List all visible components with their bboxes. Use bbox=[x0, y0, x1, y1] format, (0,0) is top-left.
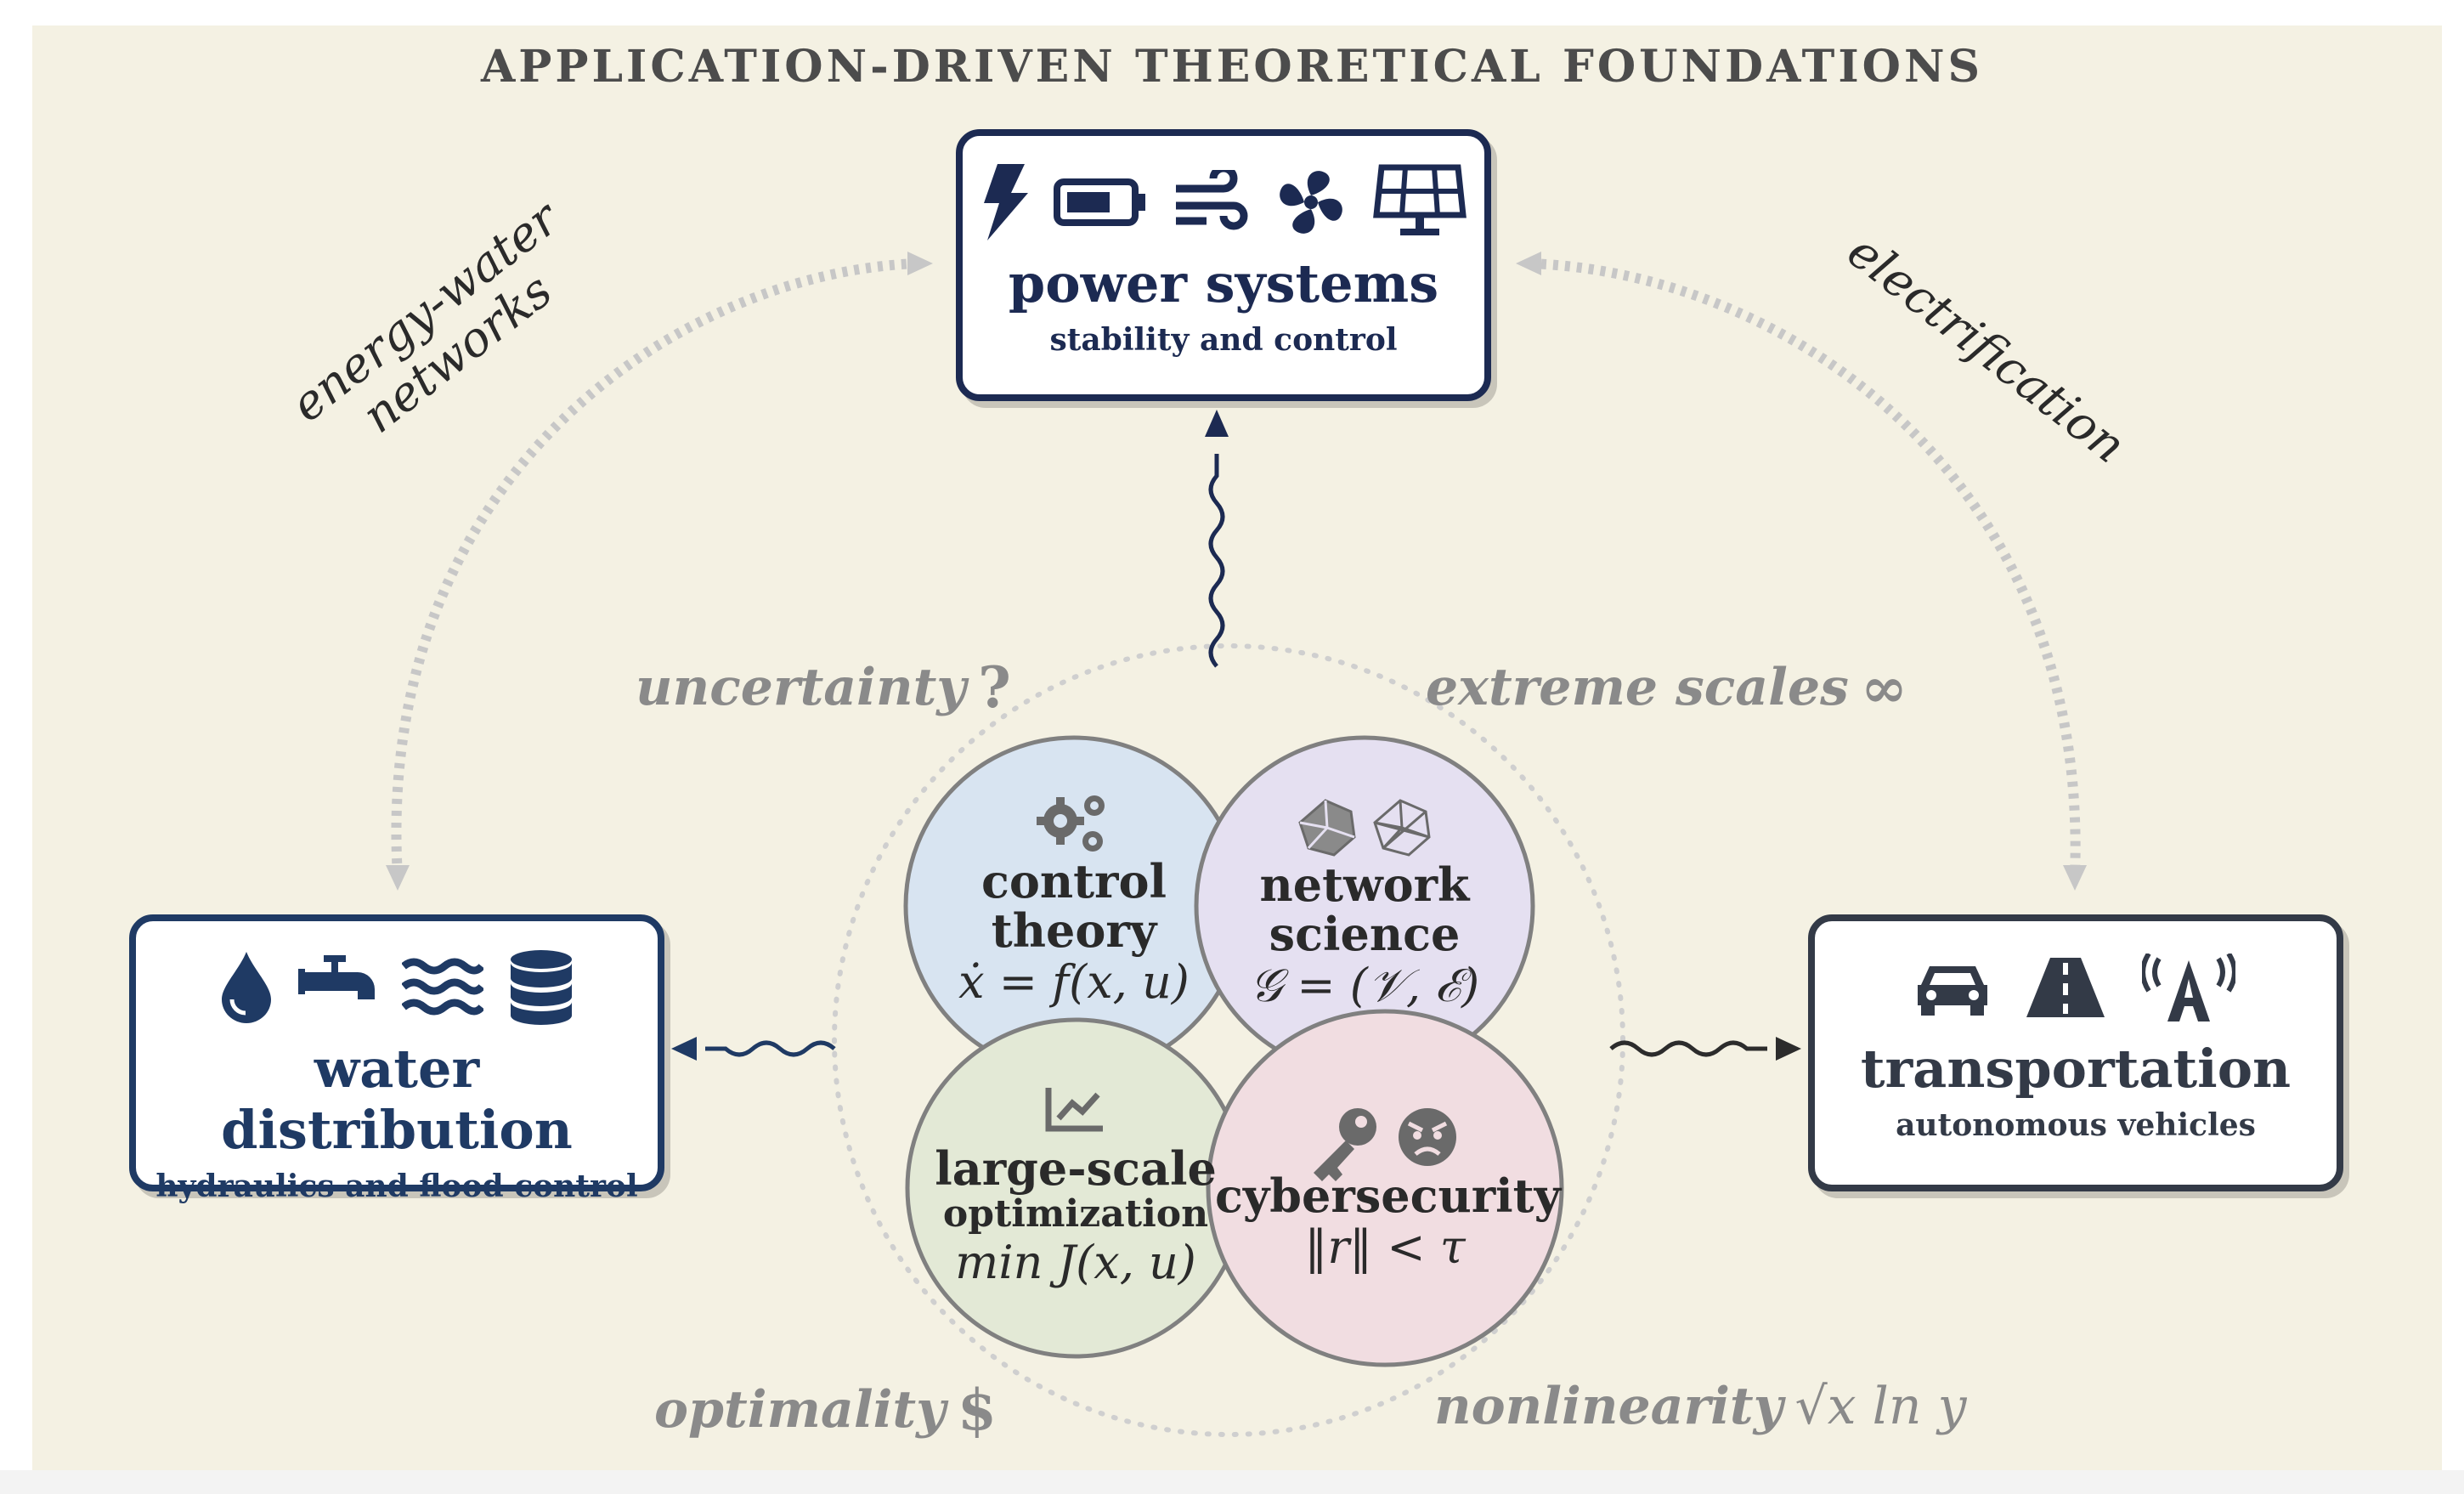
wavy-arrow-to-power bbox=[1208, 454, 1225, 668]
diagram-title: APPLICATION-DRIVEN THEORETICAL FOUNDATIO… bbox=[480, 41, 1984, 93]
wind-icon bbox=[1176, 170, 1248, 230]
network-science-equation: 𝒢 = (𝒱, ℰ) bbox=[1249, 959, 1480, 1012]
power-systems-box: power systems stability and control bbox=[956, 129, 1491, 401]
transportation-box: transportation autonomous vehicles bbox=[1808, 914, 2343, 1191]
energy-water-link bbox=[391, 258, 918, 876]
nonlinearity-formula: √x ln y bbox=[1794, 1377, 1967, 1436]
transportation-title: transportation bbox=[1860, 1038, 2292, 1100]
electrification-arrowhead-top bbox=[1516, 252, 1541, 275]
battery-icon bbox=[1054, 178, 1145, 226]
angry-face-icon bbox=[1399, 1108, 1456, 1166]
energy-water-arrowhead-bottom bbox=[386, 865, 410, 891]
electrification-arrowhead-bottom bbox=[2063, 865, 2087, 891]
wavy-arrow-to-transport bbox=[1609, 1040, 1767, 1057]
challenge-uncertainty: uncertainty ? bbox=[636, 654, 1011, 721]
electrification-link bbox=[1529, 258, 2081, 876]
challenge-optimality: optimality $ bbox=[654, 1377, 997, 1443]
cybersecurity-equation: ‖r‖ < τ bbox=[1304, 1220, 1466, 1274]
transport-icons bbox=[1815, 945, 2337, 1030]
polyhedron-icon bbox=[1298, 799, 1431, 857]
water-distribution-box: water distribution hydraulics and flood … bbox=[129, 914, 664, 1204]
arrowhead-to-power bbox=[1205, 410, 1229, 437]
gears-icon bbox=[1037, 795, 1105, 852]
control-theory-equation: ẋ = f(x, u) bbox=[958, 955, 1190, 1009]
optimization-title: large-scale bbox=[935, 1141, 1217, 1196]
extreme-scales-label: extreme scales bbox=[1426, 658, 1849, 717]
cybersecurity-circle bbox=[1206, 1009, 1564, 1367]
cybersecurity-text: cybersecurity ‖r‖ < τ bbox=[1215, 1169, 1562, 1275]
waves-icon bbox=[402, 958, 483, 1016]
database-icon bbox=[511, 950, 572, 1025]
cybersecurity-title: cybersecurity bbox=[1215, 1169, 1562, 1223]
water-distribution-subtitle: hydraulics and flood control bbox=[155, 1169, 638, 1204]
water-icons bbox=[136, 945, 658, 1030]
challenge-ring bbox=[832, 643, 1625, 1437]
arrowhead-to-water bbox=[671, 1037, 697, 1061]
bottom-strip bbox=[0, 1470, 2464, 1494]
energy-water-arrowhead-top bbox=[907, 252, 933, 275]
optimization-equation: min J(x, u) bbox=[955, 1236, 1196, 1289]
chart-line-icon bbox=[1045, 1088, 1103, 1132]
lightning-bolt-icon bbox=[984, 164, 1028, 241]
key-icon bbox=[1314, 1108, 1376, 1181]
uncertainty-label: uncertainty bbox=[636, 658, 967, 717]
challenge-nonlinearity: nonlinearity √x ln y bbox=[1434, 1377, 1966, 1436]
infinity-icon: ∞ bbox=[1860, 654, 1907, 721]
solar-panel-icon bbox=[1373, 164, 1467, 235]
fan-icon bbox=[1280, 171, 1342, 234]
water-distribution-title: water distribution bbox=[221, 1038, 573, 1161]
faucet-icon bbox=[298, 955, 375, 999]
water-drop-icon bbox=[222, 952, 271, 1023]
dollar-icon: $ bbox=[958, 1377, 997, 1443]
arrowhead-to-transport bbox=[1776, 1037, 1801, 1061]
transportation-subtitle: autonomous vehicles bbox=[1896, 1107, 2256, 1143]
optimization-text: large-scale optimization min J(x, u) bbox=[923, 1144, 1229, 1290]
nonlinearity-label: nonlinearity bbox=[1434, 1377, 1783, 1436]
challenge-extreme-scales: extreme scales ∞ bbox=[1426, 654, 1907, 721]
power-systems-subtitle: stability and control bbox=[1049, 322, 1398, 358]
optimization-subtitle: optimization bbox=[942, 1192, 1209, 1236]
road-icon bbox=[2026, 958, 2105, 1017]
question-icon: ? bbox=[978, 654, 1011, 721]
wavy-arrow-to-water bbox=[705, 1040, 836, 1057]
car-icon bbox=[1918, 966, 1987, 1016]
power-icons bbox=[963, 160, 1484, 245]
optimality-label: optimality bbox=[654, 1380, 947, 1440]
antenna-icon bbox=[2142, 954, 2235, 1021]
power-systems-title: power systems bbox=[1008, 252, 1439, 314]
